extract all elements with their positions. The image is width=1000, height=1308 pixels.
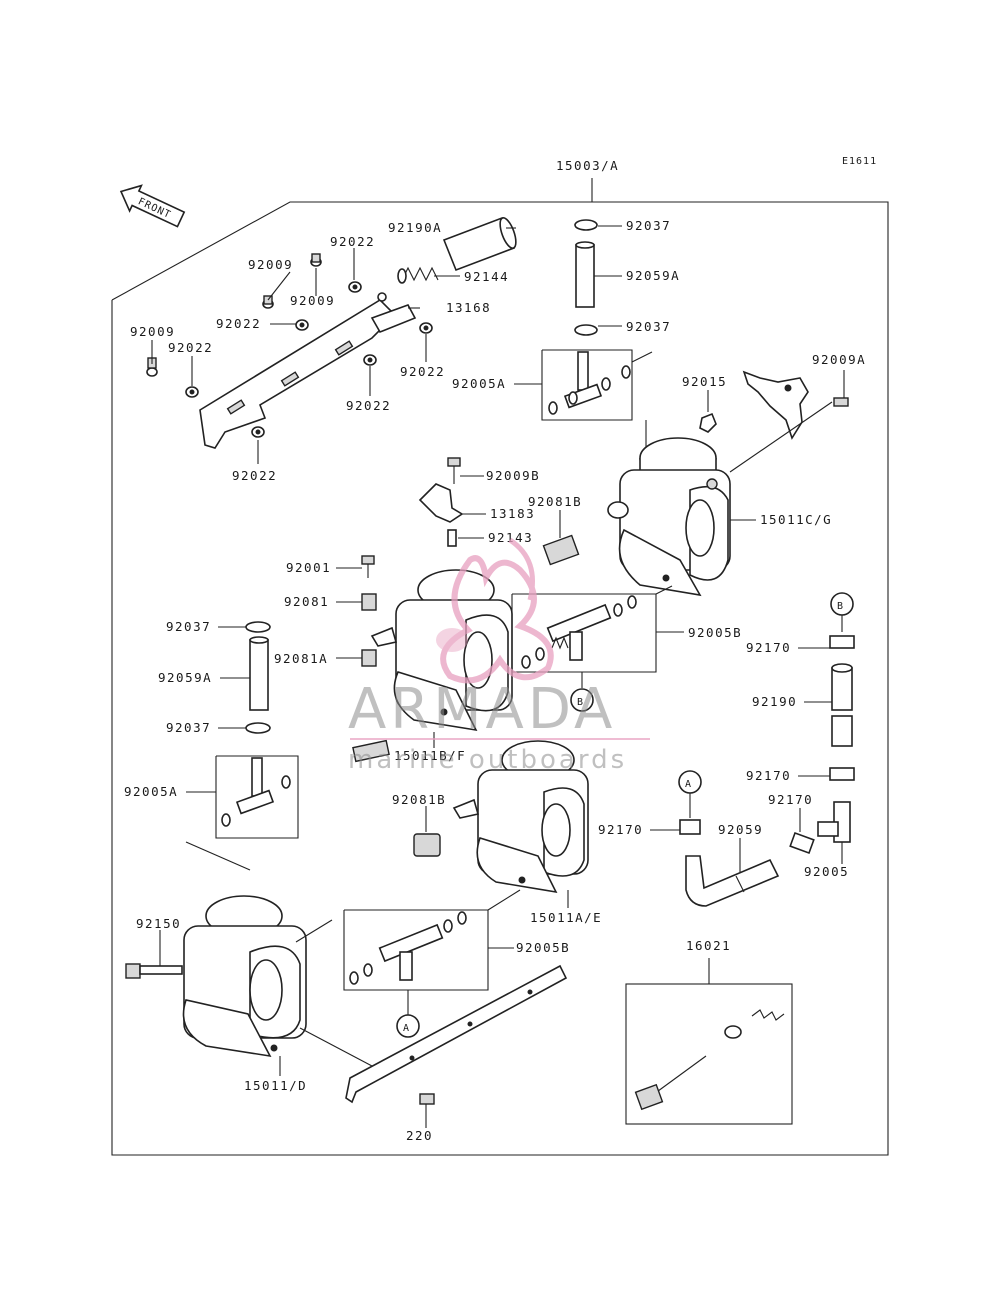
label-13168: 13168: [446, 300, 491, 315]
label-92081B-b: 92081B: [392, 792, 446, 807]
label-92143: 92143: [488, 530, 533, 545]
diagram-frame: [111, 178, 889, 1156]
label-92190: 92190: [752, 694, 797, 709]
label-92170-b: 92170: [746, 768, 791, 783]
label-92005B-b: 92005B: [516, 940, 570, 955]
screw-92001: [361, 555, 375, 578]
watermark-tagline: marine outboards: [348, 745, 627, 775]
label-92081: 92081: [284, 594, 329, 609]
svg-text:B: B: [577, 697, 584, 708]
label-92059A-top: 92059A: [626, 268, 680, 283]
label-92022-d: 92022: [400, 364, 445, 379]
carburetor-15011CG: [607, 420, 731, 597]
label-220: 220: [406, 1128, 433, 1143]
leader-lines: [151, 225, 845, 1128]
bracket-92009A: [699, 370, 849, 473]
label-92081B-a: 92081B: [528, 494, 582, 509]
label-92037-left-b: 92037: [166, 720, 211, 735]
t-fitting-92005A-left: [185, 755, 299, 871]
front-arrow-icon: FRONT: [119, 184, 186, 228]
label-15011AE: 15011A/E: [530, 910, 602, 925]
label-92001: 92001: [286, 560, 331, 575]
spring-92081: [361, 593, 377, 611]
screw-92009B: [447, 457, 461, 484]
screw-92150: [125, 963, 183, 979]
label-92059: 92059: [718, 822, 763, 837]
label-13183: 13183: [490, 506, 535, 521]
spring-92144: [397, 266, 439, 284]
t-fitting-92005A-top: [541, 349, 653, 421]
callout-b-lower: B: [570, 688, 594, 712]
label-92190A: 92190A: [388, 220, 442, 235]
assembly-label: 15003/A: [556, 158, 619, 173]
hose-clamps-right: [789, 635, 855, 855]
label-92022-b: 92022: [216, 316, 261, 331]
label-92022-a: 92022: [330, 234, 375, 249]
mounting-bracket: [199, 298, 420, 449]
t-fitting-92005B-upper: [511, 585, 673, 688]
rail-plate: [299, 964, 568, 1118]
label-92059A-left: 92059A: [158, 670, 212, 685]
label-92005B-a: 92005B: [688, 625, 742, 640]
spring-92081B-upper: [542, 534, 580, 566]
spring-92081A: [361, 649, 377, 667]
armada-watermark: ARMADA marine outboards: [348, 537, 650, 775]
kit-box-16021: [625, 958, 793, 1125]
label-15011D: 15011/D: [244, 1078, 307, 1093]
svg-text:A: A: [685, 779, 692, 790]
label-92009-b: 92009: [290, 293, 335, 308]
sleeve-92190A: [442, 216, 517, 272]
pin-92143: [447, 529, 457, 547]
carburetor-15011AE: [452, 740, 589, 894]
svg-text:B: B: [837, 601, 844, 612]
hose-92059: [685, 855, 780, 907]
label-92005: 92005: [804, 864, 849, 879]
label-92170-a: 92170: [746, 640, 791, 655]
label-92037-mid: 92037: [626, 319, 671, 334]
svg-text:A: A: [403, 1023, 410, 1034]
callout-a-right: A: [678, 770, 702, 835]
label-92144: 92144: [464, 269, 509, 284]
tube-92059A-top: [574, 219, 598, 336]
spring-92081B-lower: [413, 833, 441, 857]
callout-a-lower: A: [396, 1014, 420, 1038]
label-92081A: 92081A: [274, 651, 328, 666]
part-labels: 92190A 92037 92022 92009 92144 92059A 92…: [124, 218, 866, 1143]
carburetor-15011D: [182, 895, 333, 1058]
label-92015: 92015: [682, 374, 727, 389]
label-92022-c: 92022: [168, 340, 213, 355]
t-fitting-92005B-lower: [343, 889, 521, 1016]
label-92170-d: 92170: [598, 822, 643, 837]
label-92037-top: 92037: [626, 218, 671, 233]
label-15011BF: 15011B/F: [394, 748, 466, 763]
label-92022-e: 92022: [346, 398, 391, 413]
label-92037-left-a: 92037: [166, 619, 211, 634]
label-92009B: 92009B: [486, 468, 540, 483]
label-92170-c: 92170: [768, 792, 813, 807]
label-92022-f: 92022: [232, 468, 277, 483]
watermark-brand: ARMADA: [348, 677, 616, 742]
label-92005A-top: 92005A: [452, 376, 506, 391]
label-92009A: 92009A: [812, 352, 866, 367]
label-92150: 92150: [136, 916, 181, 931]
diagram-code: E1611: [842, 156, 877, 167]
spring-small-center: [352, 739, 390, 763]
label-92005A-left: 92005A: [124, 784, 178, 799]
label-16021: 16021: [686, 938, 731, 953]
label-92009-a: 92009: [248, 257, 293, 272]
callout-b-right: B: [830, 592, 854, 632]
label-92009-c: 92009: [130, 324, 175, 339]
cover-13183: [418, 483, 464, 523]
watermark-logo-icon: [436, 537, 554, 684]
label-15011CG: 15011C/G: [760, 512, 832, 527]
